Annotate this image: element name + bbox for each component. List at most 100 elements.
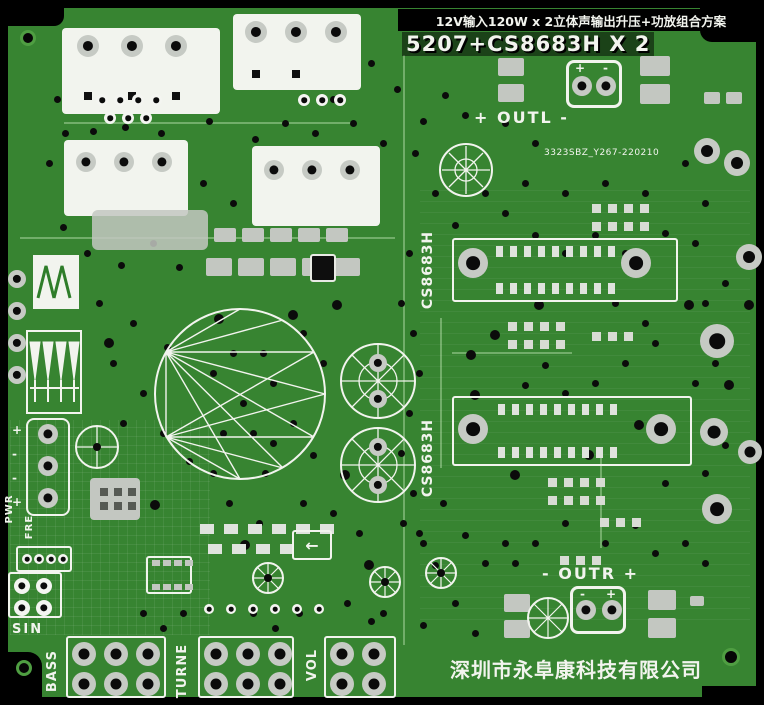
pad bbox=[152, 152, 172, 172]
pad bbox=[302, 160, 322, 180]
ic1-pin-row bbox=[496, 246, 503, 257]
smd-pad-row bbox=[592, 222, 601, 231]
smd-pad bbox=[648, 590, 676, 610]
smd-ic-body bbox=[90, 478, 140, 520]
vol-label: VOL bbox=[305, 648, 320, 682]
pad bbox=[76, 152, 96, 172]
smd-pad bbox=[498, 58, 524, 76]
smd-pad bbox=[498, 84, 524, 102]
pad bbox=[96, 94, 108, 106]
pad bbox=[104, 112, 116, 124]
mounting-hole-br bbox=[722, 648, 740, 666]
polarity-mark bbox=[292, 70, 300, 78]
pad bbox=[694, 138, 720, 164]
outr-plus-mark: + bbox=[606, 587, 617, 601]
pad bbox=[646, 414, 676, 444]
pad bbox=[104, 672, 128, 696]
pad bbox=[245, 21, 267, 43]
smd-pad-row bbox=[508, 322, 517, 331]
smd-component bbox=[310, 254, 336, 282]
smd-pad-row bbox=[214, 228, 236, 242]
sin-label: SIN bbox=[12, 622, 44, 637]
pad bbox=[724, 150, 750, 176]
trim-pot-footprint-icon bbox=[425, 557, 457, 589]
pad bbox=[738, 440, 762, 464]
pad bbox=[150, 94, 162, 106]
pad bbox=[204, 672, 228, 696]
pad bbox=[369, 476, 387, 494]
pad bbox=[576, 600, 596, 620]
pad bbox=[72, 642, 96, 666]
capacitor-footprint-icon bbox=[75, 425, 119, 469]
smd-pad-row bbox=[200, 524, 214, 534]
pad bbox=[458, 414, 488, 444]
smd-pad bbox=[648, 618, 676, 638]
pad bbox=[325, 21, 347, 43]
pad bbox=[122, 112, 134, 124]
pad bbox=[136, 672, 160, 696]
pad bbox=[8, 334, 26, 352]
turne-connector bbox=[198, 636, 294, 698]
pad bbox=[458, 248, 488, 278]
power-plus-mark: + bbox=[12, 495, 23, 509]
small-connector bbox=[16, 546, 72, 572]
smd-pad-row bbox=[208, 544, 222, 554]
power-plus-mark: + bbox=[12, 423, 23, 437]
trace-line bbox=[452, 352, 572, 354]
serial-number: 3323SBZ_Y267-220210 bbox=[544, 148, 660, 158]
pad bbox=[330, 672, 354, 696]
pad bbox=[72, 672, 96, 696]
pad bbox=[204, 604, 214, 614]
pwr-label: PWR bbox=[4, 494, 15, 524]
smd-pad bbox=[690, 596, 704, 606]
polarity-mark bbox=[172, 92, 180, 100]
connector-block-4 bbox=[252, 146, 380, 226]
ic1-footprint bbox=[452, 238, 678, 302]
pad bbox=[602, 600, 622, 620]
pad bbox=[77, 35, 99, 57]
smd-pad-row bbox=[206, 258, 232, 276]
pad bbox=[264, 160, 284, 180]
pad bbox=[314, 604, 324, 614]
trace-line bbox=[440, 318, 442, 468]
outl-terminal bbox=[566, 60, 622, 108]
mounting-hole-bl bbox=[16, 660, 32, 676]
soic-pins bbox=[152, 584, 160, 590]
pad bbox=[165, 35, 187, 57]
title-banner: 12V输入120W x 2立体声输出升压+功放组合方案 bbox=[398, 9, 764, 31]
pad bbox=[268, 642, 292, 666]
ic2-pin-row bbox=[498, 447, 505, 458]
model-headline: 5207+CS8683H X 2 bbox=[402, 32, 655, 56]
pad bbox=[700, 324, 734, 358]
capacitor-footprint-icon bbox=[439, 143, 493, 197]
pad bbox=[8, 302, 26, 320]
pad bbox=[38, 424, 58, 444]
trace-line bbox=[600, 458, 602, 548]
capacitor-footprint-icon bbox=[527, 597, 569, 639]
pad bbox=[285, 21, 307, 43]
pad bbox=[621, 248, 651, 278]
ic1-label: CS8683H bbox=[420, 230, 436, 310]
pad bbox=[702, 494, 732, 524]
pad bbox=[268, 672, 292, 696]
pad bbox=[46, 554, 56, 564]
outl-plus-mark: + bbox=[575, 61, 586, 75]
smd-pad bbox=[640, 56, 670, 76]
pad bbox=[248, 604, 258, 614]
ic2-footprint bbox=[452, 396, 692, 466]
pad bbox=[340, 160, 360, 180]
pad bbox=[114, 94, 126, 106]
smd-pad-row bbox=[592, 332, 601, 341]
pad bbox=[114, 152, 134, 172]
pad bbox=[236, 672, 260, 696]
ic2-label: CS8683H bbox=[420, 418, 436, 498]
pad bbox=[132, 94, 144, 106]
vol-connector bbox=[324, 636, 396, 698]
outr-label: - OUTR + bbox=[542, 564, 640, 583]
pad bbox=[8, 366, 26, 384]
pad bbox=[362, 672, 386, 696]
diode-array-icon bbox=[26, 330, 82, 414]
pad bbox=[204, 642, 228, 666]
pad bbox=[136, 642, 160, 666]
